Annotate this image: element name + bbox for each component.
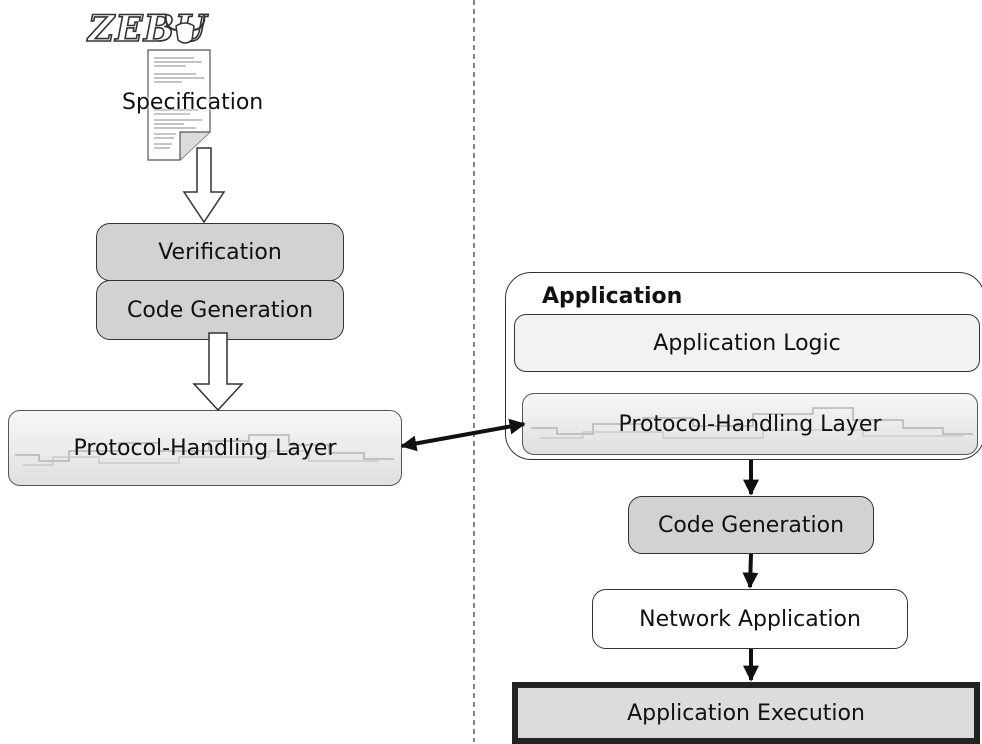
protocol-handling-layer-left-label: Protocol-Handling Layer: [73, 435, 337, 461]
code-generation-box: Code Generation: [96, 280, 344, 340]
application-logic-box: Application Logic: [514, 314, 980, 372]
divider-line: [473, 0, 475, 742]
protocol-handling-layer-right: Protocol-Handling Layer: [522, 393, 978, 455]
application-title: Application: [542, 284, 683, 309]
application-execution-box: Application Execution: [512, 682, 980, 744]
layer-texture: [531, 407, 973, 439]
code-generation-right-box: Code Generation: [628, 496, 874, 554]
layer-texture: [15, 434, 394, 466]
protocol-handling-layer-left: Protocol-Handling Layer: [8, 410, 402, 486]
specification-document-icon: [147, 49, 211, 161]
verification-box: Verification: [96, 223, 344, 281]
bull-head-icon: [164, 13, 206, 44]
codegen-to-layer-arrow: [192, 332, 244, 412]
protocol-handling-layer-right-label: Protocol-Handling Layer: [618, 411, 882, 437]
codegen-to-network-arrow: [742, 553, 759, 589]
specification-label: Specification: [122, 90, 264, 115]
network-application-box: Network Application: [592, 589, 908, 649]
